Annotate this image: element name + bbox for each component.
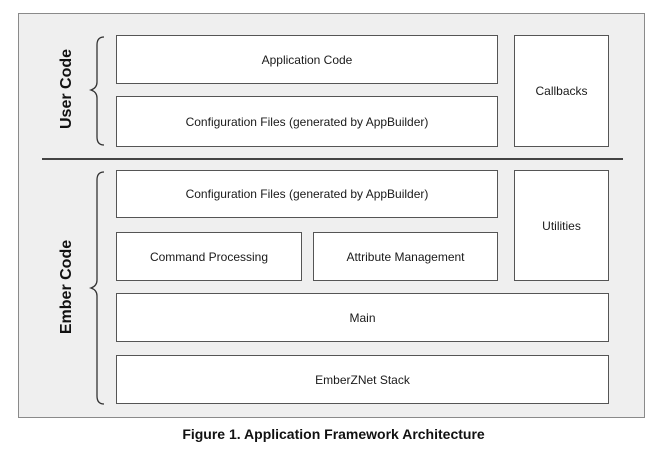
utilities-box: Utilities: [514, 170, 609, 281]
ember-code-label: Ember Code: [58, 239, 75, 335]
application-code-box: Application Code: [116, 35, 498, 84]
attribute-management-box: Attribute Management: [313, 232, 498, 281]
command-processing-box: Command Processing: [116, 232, 302, 281]
callbacks-box: Callbacks: [514, 35, 609, 147]
section-divider: [42, 158, 623, 160]
ember-configuration-files-box: Configuration Files (generated by AppBui…: [116, 170, 498, 218]
ember-code-brace: [88, 171, 105, 405]
figure-caption: Figure 1. Application Framework Architec…: [182, 426, 485, 442]
emberznet-stack-box: EmberZNet Stack: [116, 355, 609, 404]
user-configuration-files-box: Configuration Files (generated by AppBui…: [116, 96, 498, 147]
main-box: Main: [116, 293, 609, 342]
user-code-label: User Code: [58, 48, 75, 129]
user-code-brace: [88, 36, 105, 146]
